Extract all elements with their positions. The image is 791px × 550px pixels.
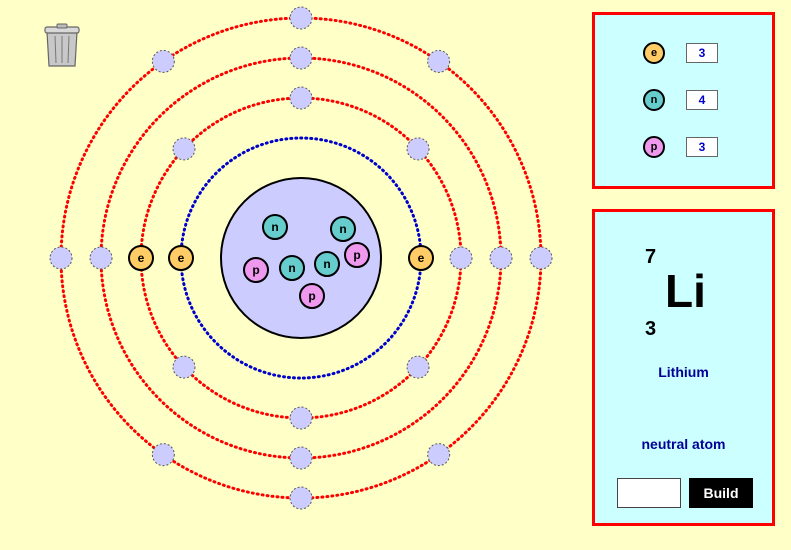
empty-electron-slot[interactable] — [406, 355, 430, 379]
electron-label: e — [138, 251, 145, 265]
neutron[interactable]: n — [279, 255, 305, 281]
electron-count-row: e 3 — [643, 42, 763, 70]
electron-count: 3 — [686, 43, 718, 63]
neutron[interactable]: n — [262, 214, 288, 240]
empty-electron-slot[interactable] — [151, 443, 175, 467]
atomic-number: 3 — [645, 318, 657, 340]
proton-label: p — [308, 289, 315, 303]
element-name: Lithium — [658, 364, 709, 380]
empty-electron-slot[interactable] — [289, 6, 313, 30]
mass-number: 7 — [645, 246, 657, 268]
empty-electron-slot[interactable] — [406, 137, 430, 161]
empty-electron-slot[interactable] — [529, 246, 553, 270]
neutron-label: n — [288, 261, 295, 275]
charge-status: neutral atom — [641, 436, 726, 452]
proton-label: p — [353, 248, 360, 262]
empty-electron-slot[interactable] — [427, 443, 451, 467]
proton[interactable]: p — [299, 283, 325, 309]
electron[interactable]: e — [128, 245, 154, 271]
neutron[interactable]: n — [330, 216, 356, 242]
electron[interactable]: e — [168, 245, 194, 271]
empty-electron-slot[interactable] — [289, 486, 313, 510]
neutron-icon: n — [643, 89, 665, 111]
proton[interactable]: p — [344, 242, 370, 268]
empty-electron-slot[interactable] — [172, 137, 196, 161]
empty-electron-slot[interactable] — [172, 355, 196, 379]
build-input[interactable] — [617, 478, 681, 508]
neutron-count: 4 — [686, 90, 718, 110]
empty-electron-slot[interactable] — [289, 406, 313, 430]
electron-label: e — [178, 251, 185, 265]
proton-count: 3 — [686, 137, 718, 157]
proton-icon: p — [643, 136, 665, 158]
electron[interactable]: e — [408, 245, 434, 271]
neutron-count-row: n 4 — [643, 89, 763, 117]
empty-electron-slot[interactable] — [151, 49, 175, 73]
neutron-label: n — [323, 257, 330, 271]
neutron-label: n — [271, 220, 278, 234]
empty-electron-slot[interactable] — [289, 86, 313, 110]
proton[interactable]: p — [243, 257, 269, 283]
empty-electron-slot[interactable] — [49, 246, 73, 270]
proton-label: p — [252, 263, 259, 277]
empty-electron-slot[interactable] — [489, 246, 513, 270]
empty-electron-slot[interactable] — [449, 246, 473, 270]
electron-label: e — [418, 251, 425, 265]
particle-count-panel: e 3 n 4 p 3 — [592, 12, 775, 189]
neutron-label: n — [339, 222, 346, 236]
element-info-panel: 7 Li 3 Lithium neutral atom Build — [592, 209, 775, 526]
electron-icon: e — [643, 42, 665, 64]
empty-electron-slot[interactable] — [289, 446, 313, 470]
empty-electron-slot[interactable] — [427, 49, 451, 73]
proton-count-row: p 3 — [643, 136, 763, 164]
empty-electron-slot[interactable] — [289, 46, 313, 70]
element-symbol: Li — [665, 265, 706, 317]
neutron[interactable]: n — [314, 251, 340, 277]
build-button[interactable]: Build — [689, 478, 753, 508]
trash-can-icon[interactable] — [44, 23, 80, 67]
empty-electron-slot[interactable] — [89, 246, 113, 270]
